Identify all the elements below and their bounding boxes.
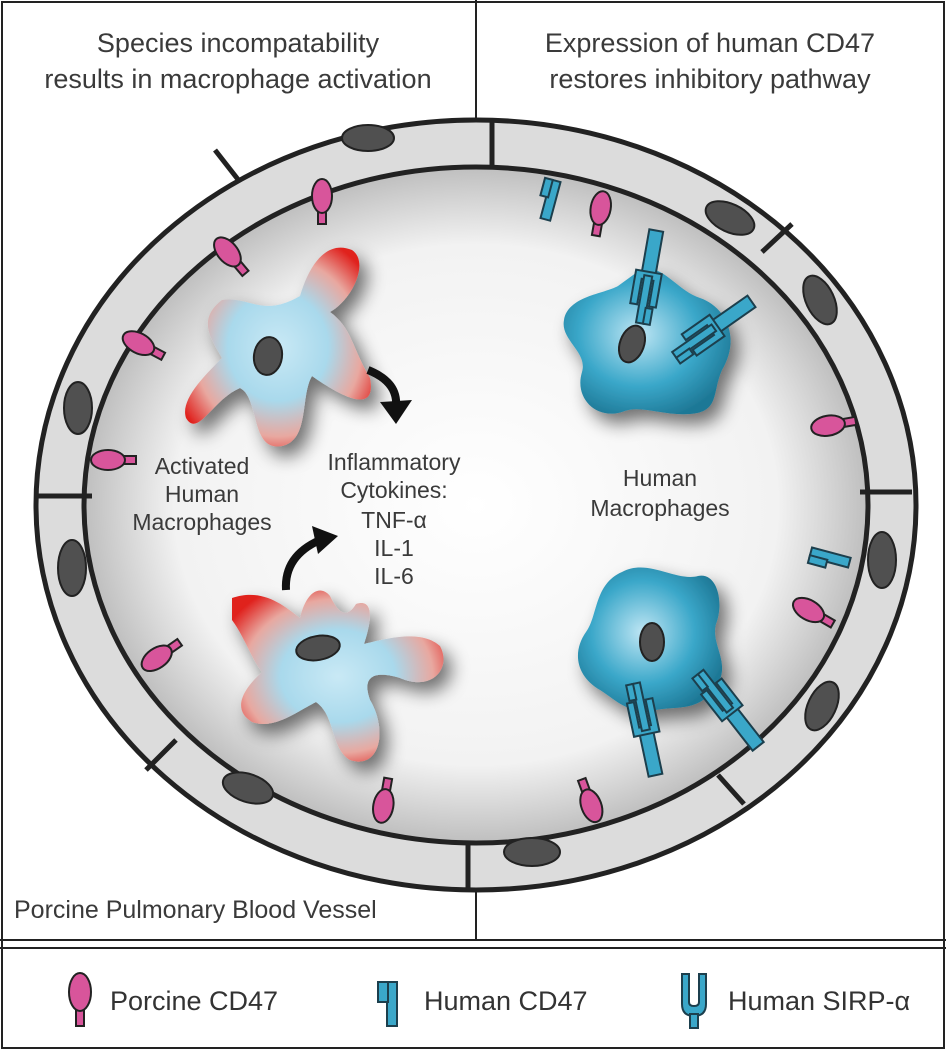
cell-nucleus: [704, 200, 756, 236]
macrophage-nucleus: [252, 336, 284, 376]
legend-porcine-cd47-label: Porcine CD47: [110, 986, 278, 1016]
vessel-label: Porcine Pulmonary Blood Vessel: [14, 896, 377, 924]
cytokine-il6: IL-6: [374, 563, 414, 589]
activated-macrophage-top: [185, 247, 371, 447]
cytokines-label-line2: Cytokines:: [340, 477, 447, 503]
cytokine-tnf: TNF-α: [361, 507, 427, 533]
activated-label-line1: Activated: [155, 453, 250, 479]
legend-porcine-cd47-icon: [68, 972, 92, 1027]
activated-label-line2: Human: [165, 481, 239, 507]
cell-nucleus: [57, 539, 87, 597]
left-title-line2: results in macrophage activation: [44, 64, 431, 94]
cytokine-arrow-top: [366, 366, 412, 424]
left-title-line1: Species incompatability: [97, 28, 380, 58]
cytokine-arrow-bottom: [281, 526, 338, 591]
legend-human-cd47-label: Human CD47: [424, 986, 588, 1016]
human-macrophage-bottom: [577, 567, 723, 712]
cell-nucleus: [503, 837, 561, 867]
cytokine-il1: IL-1: [374, 535, 414, 561]
legend-human-sirp-label: Human SIRP-α: [728, 986, 910, 1016]
cell-nucleus: [867, 531, 897, 589]
cell-nucleus: [802, 274, 838, 326]
human-macrophage-top: [563, 268, 731, 415]
cell-nucleus: [341, 124, 395, 152]
legend-human-cd47-icon: [377, 981, 398, 1027]
right-title-line1: Expression of human CD47: [545, 28, 875, 58]
right-title-line2: restores inhibitory pathway: [549, 64, 871, 94]
macrophage-nucleus: [617, 324, 647, 364]
legend: Porcine CD47 Human CD47 Human SIRP-α: [68, 972, 910, 1029]
cell-nucleus: [63, 381, 93, 435]
cytokines-label-line1: Inflammatory: [328, 449, 461, 475]
human-macrophage-label-line2: Macrophages: [590, 495, 729, 521]
macrophage-nucleus: [639, 622, 665, 662]
legend-human-sirp-icon: [681, 973, 707, 1029]
cell-nucleus: [221, 771, 275, 805]
macrophage-nucleus: [295, 634, 341, 662]
activated-macrophage-bottom: [232, 590, 444, 762]
human-macrophage-label-line1: Human: [623, 465, 697, 491]
activated-label-line3: Macrophages: [132, 509, 271, 535]
cell-nucleus: [804, 680, 840, 732]
